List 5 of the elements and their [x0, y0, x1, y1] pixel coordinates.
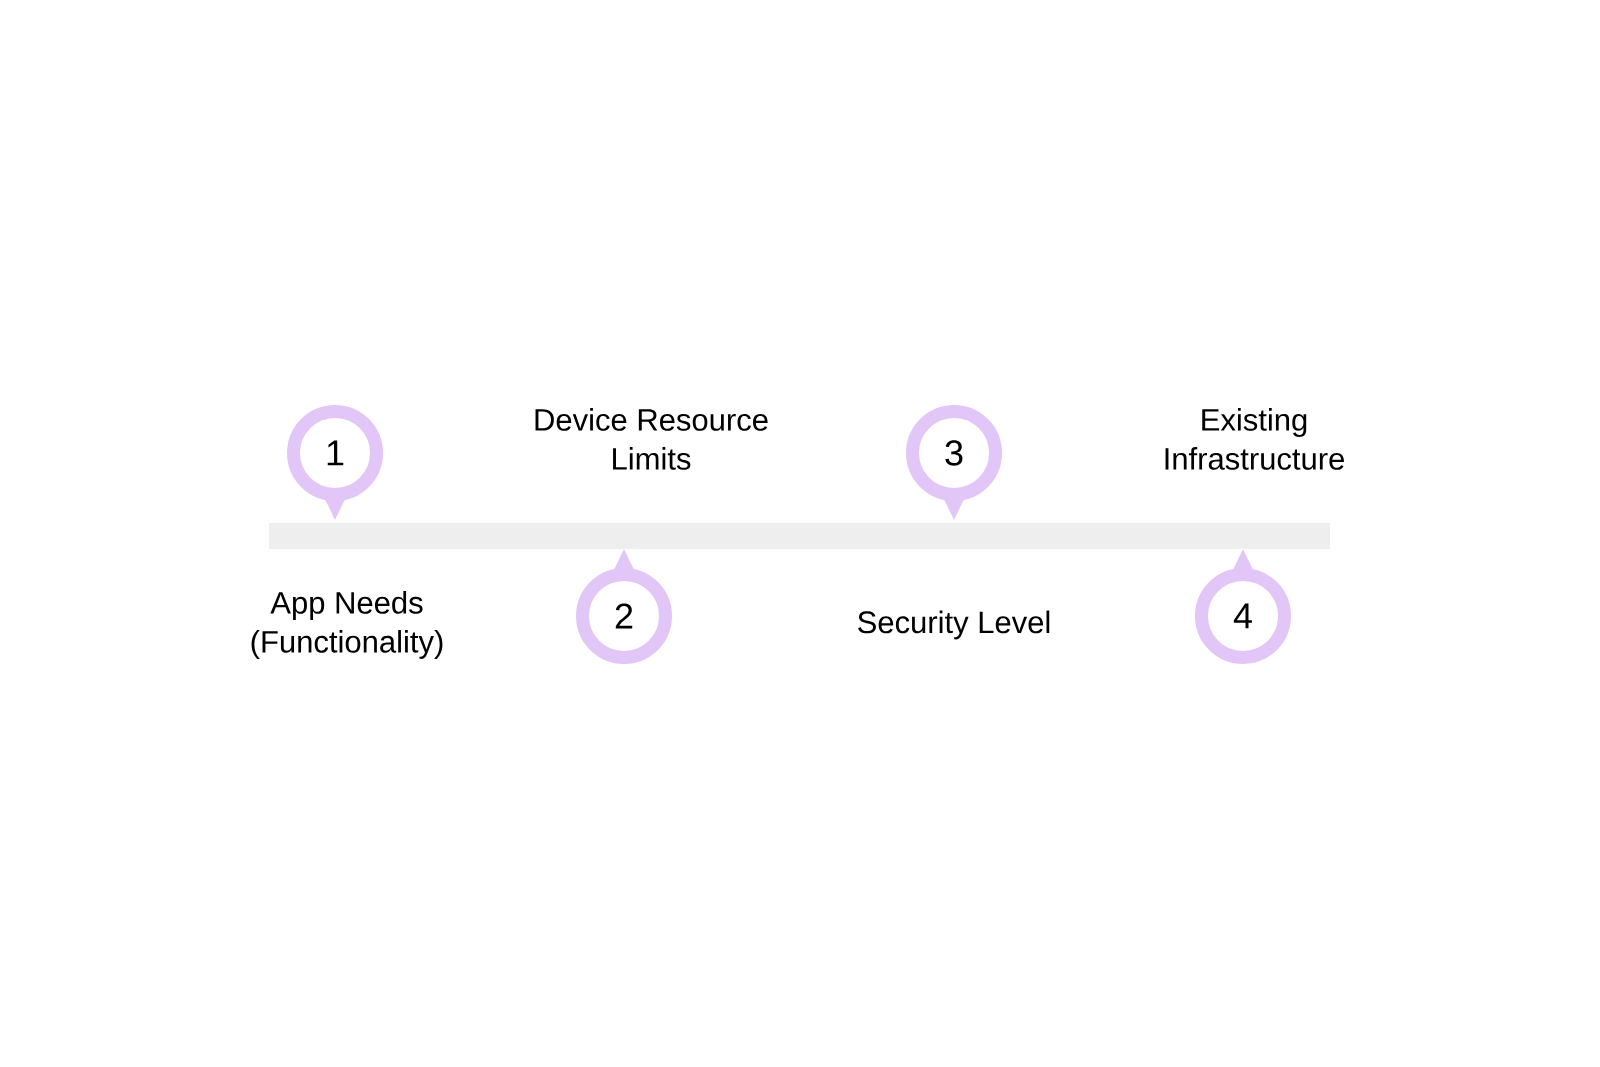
caption-text: Existing Infrastructure — [1165, 408, 1344, 470]
caption-text: App Needs (Functionality) — [251, 591, 443, 659]
timeline-bar — [269, 523, 1330, 549]
caption-text: Device Resource Limits — [535, 408, 768, 470]
caption-text: Security Level — [858, 610, 1050, 640]
